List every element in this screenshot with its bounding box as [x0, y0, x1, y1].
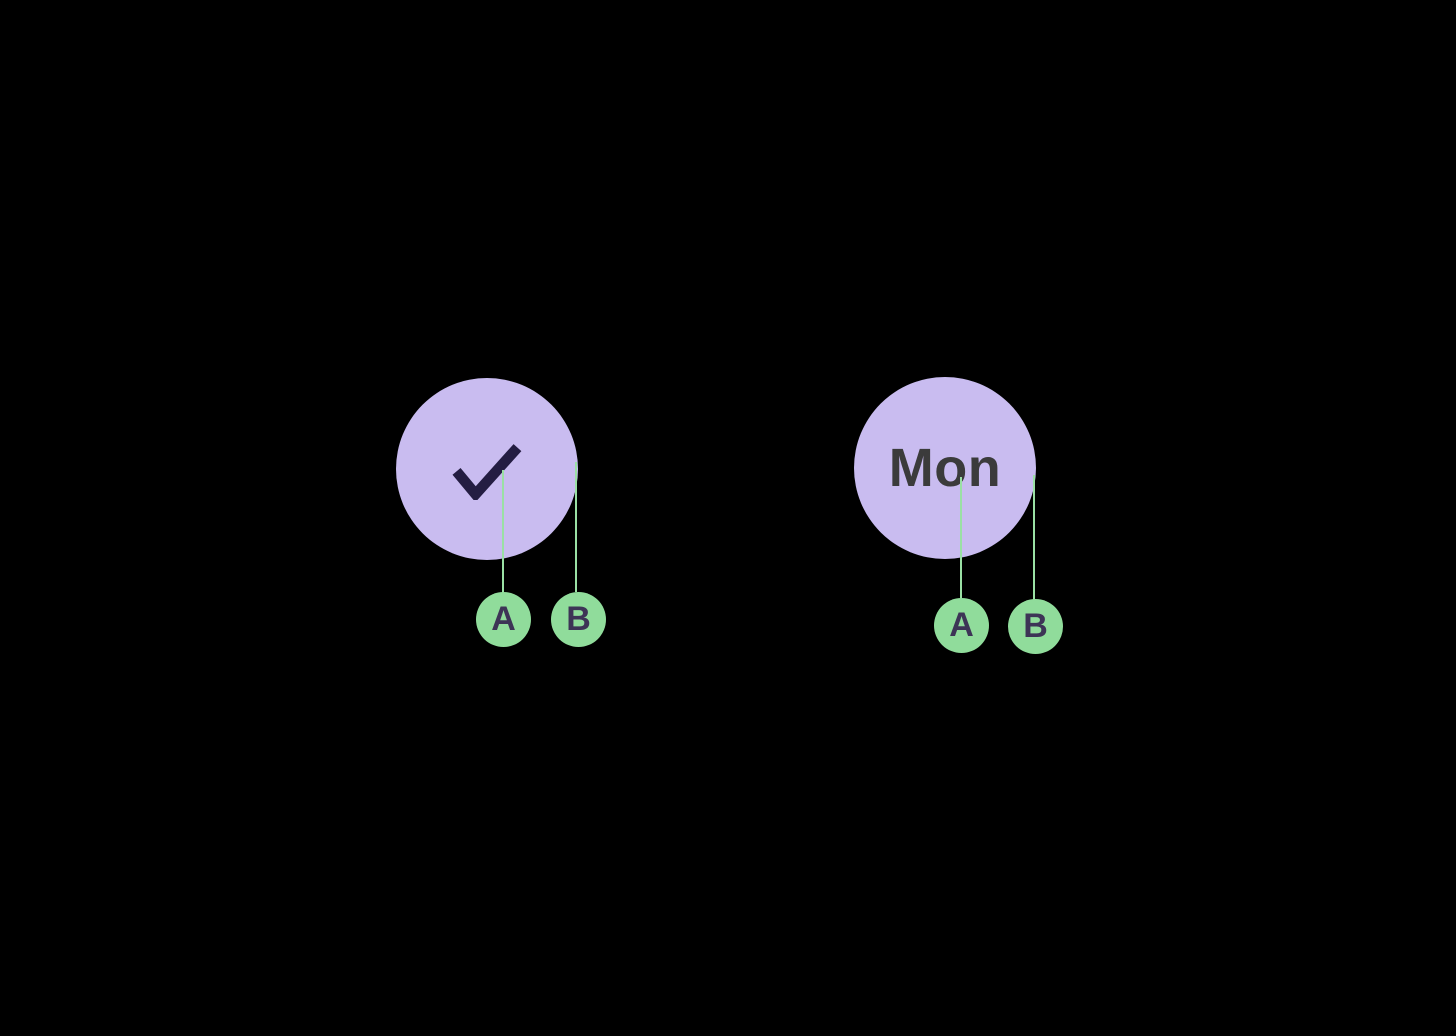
marker-label: A [491, 600, 516, 638]
annotation-connector-b [1033, 475, 1035, 600]
component-group-mon: Mon A B [854, 376, 1114, 656]
annotation-connector-a [502, 470, 504, 593]
annotation-marker-b: B [551, 592, 606, 647]
check-icon [447, 438, 527, 500]
annotation-connector-a [960, 477, 962, 599]
marker-label: B [566, 600, 591, 638]
annotation-marker-a: A [476, 592, 531, 647]
annotation-connector-b [575, 462, 577, 592]
node-label: Mon [888, 438, 1002, 498]
annotation-marker-b: B [1008, 599, 1063, 654]
node-circle-mon[interactable]: Mon [854, 377, 1036, 559]
annotation-marker-a: A [934, 598, 989, 653]
component-group-check: A B [396, 377, 656, 657]
marker-label: A [949, 606, 974, 644]
node-circle-check[interactable] [396, 378, 578, 560]
marker-label: B [1023, 607, 1048, 645]
